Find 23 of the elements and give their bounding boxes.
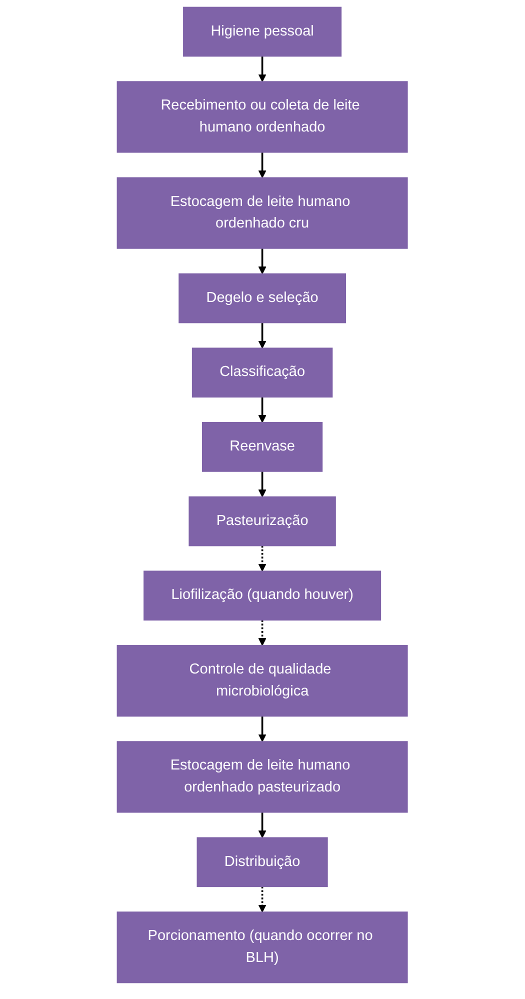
arrow [258,471,266,498]
arrow [258,152,266,178]
arrow [258,812,266,838]
arrow [258,546,266,572]
node-box: Estocagem de leite humano ordenhado pasteurizado [116,741,408,813]
node-box: Classificação [192,348,333,398]
node-box: Pasteurização [188,496,336,546]
node-box: Porcionamento (quando ocorrer no BLH) [116,912,408,984]
arrow [258,716,266,742]
arrow [258,620,266,646]
node-box: Distribuição [196,837,328,888]
node-box: Controle de qualidade microbiológica [116,645,408,717]
arrow [258,397,266,423]
arrow [258,248,266,274]
arrow [258,322,266,348]
arrow [258,56,266,82]
node-box: Estocagem de leite humano ordenhado cru [116,177,408,249]
arrow [258,886,266,912]
node-box: Degelo e seleção [178,273,346,324]
node-box: Reenvase [202,422,323,472]
node-box: Higiene pessoal [183,6,342,57]
node-box: Recebimento ou coleta de leite humano ordenhado [116,81,408,153]
node-box: Liofilização (quando houver) [144,570,382,621]
